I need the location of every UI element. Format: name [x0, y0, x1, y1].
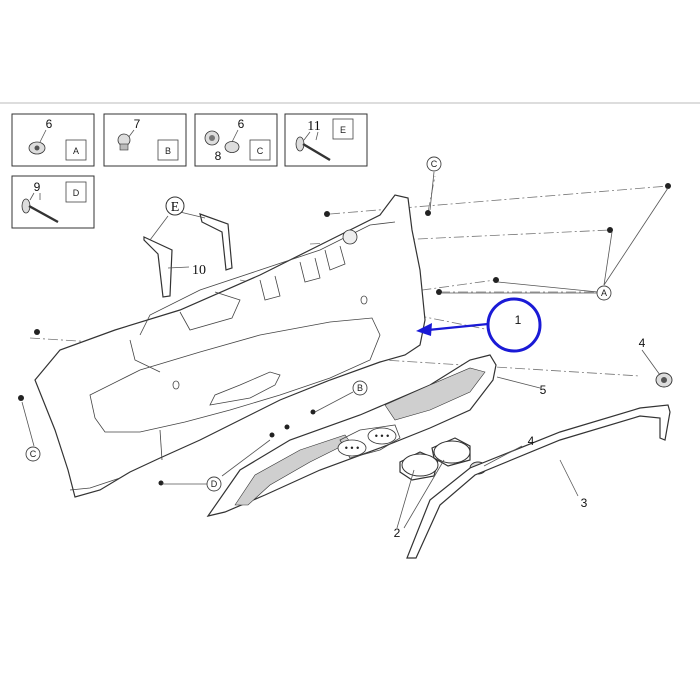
- rivet-icon: [295, 136, 331, 162]
- ref-d-label: D: [211, 479, 218, 489]
- legend-box-a-part: 6: [46, 117, 53, 131]
- ref-a-label: A: [601, 288, 607, 298]
- highlight-arrowhead: [416, 323, 432, 336]
- ref-c-top-label: C: [431, 159, 438, 169]
- callout-part-4-right: 4: [639, 336, 646, 350]
- leader-lines: [21, 171, 669, 529]
- ref-circle-c-top: C: [426, 156, 442, 172]
- legend-box-e: E 11: [284, 113, 368, 167]
- legend-box-c: C 6 8: [194, 113, 278, 167]
- legend-box-a: A 6: [11, 113, 95, 167]
- legend-box-b-part: 7: [134, 117, 141, 131]
- exhaust-tip-part-2: [399, 437, 471, 481]
- callout-part-10: 10: [192, 263, 206, 278]
- trim-strip-part-3: [406, 404, 671, 559]
- legend-box-c-part-2: 8: [215, 149, 222, 163]
- callout-part-1: 1: [515, 313, 522, 327]
- legend-box-d-letter: D: [73, 188, 80, 198]
- nut-icon: [224, 141, 240, 153]
- legend-box-b-letter: B: [165, 146, 171, 156]
- rear-bumper-part-1: [34, 194, 426, 498]
- bracket-part-10: [143, 213, 233, 298]
- legend-box-a-letter: A: [73, 146, 79, 156]
- ref-c-left-label: C: [30, 449, 37, 459]
- legend-box-c-letter: C: [257, 146, 264, 156]
- ref-circle-b: B: [352, 380, 368, 396]
- rivet-icon: [21, 198, 59, 224]
- legend-box-e-part: 11: [307, 119, 320, 134]
- fastener-dots: [18, 183, 671, 486]
- legend-box-e-letter: E: [340, 125, 346, 135]
- diffuser-part-5: • • • • • •: [206, 354, 497, 517]
- highlight-arrow: [427, 322, 489, 332]
- ref-circle-e: E: [165, 196, 185, 216]
- ref-b-label: B: [357, 383, 363, 393]
- svg-text:• • •: • • •: [345, 443, 359, 453]
- ref-e-label: E: [171, 200, 180, 215]
- callout-part-3: 3: [581, 496, 588, 510]
- legend-box-c-part-1: 6: [238, 117, 245, 131]
- ref-circle-c-left: C: [25, 446, 41, 462]
- legend-box-d: D 9: [11, 175, 95, 229]
- legend-box-d-part: 9: [34, 180, 41, 194]
- legend-box-b: B 7: [103, 113, 187, 167]
- callout-part-2: 2: [394, 526, 401, 540]
- nut-part-4-right: [655, 372, 673, 388]
- ref-circle-a: A: [596, 285, 612, 301]
- svg-text:• • •: • • •: [375, 431, 389, 441]
- highlight-annotation: [416, 297, 542, 353]
- ref-circle-d: D: [206, 476, 222, 492]
- callout-part-4-lower: 4: [528, 434, 535, 448]
- callout-part-5: 5: [540, 383, 547, 397]
